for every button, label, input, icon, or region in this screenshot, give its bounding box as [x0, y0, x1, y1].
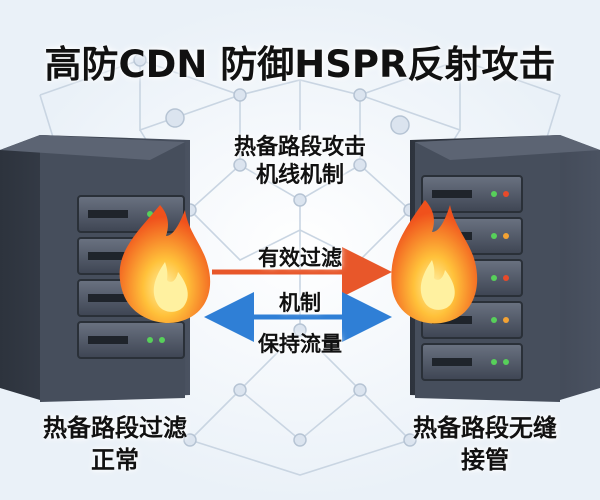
mechanism-arrow-label: 机制 [279, 291, 321, 315]
traffic-arrow-label: 保持流量 [258, 332, 342, 356]
right-fire-icon [391, 200, 478, 324]
left-server-caption-line2: 正常 [91, 446, 139, 475]
right-server-caption-line2: 接管 [461, 446, 509, 475]
center-mechanism-line1: 热备路段攻击 [233, 135, 366, 160]
left-fire-icon [119, 205, 211, 323]
page-title: 高防CDN 防御HSPR反射攻击 [44, 43, 556, 86]
right-server-rack-icon [410, 135, 600, 402]
filter-arrow-label: 有效过滤 [258, 246, 342, 270]
right-server-caption: 热备路段无缝 接管 [370, 412, 600, 477]
left-server-caption-line1: 热备路段过滤 [43, 414, 187, 442]
center-mechanism-label: 热备路段攻击 机线机制 [180, 134, 420, 189]
center-mechanism-line2: 机线机制 [255, 162, 344, 188]
right-server-caption-line1: 热备路段无缝 [413, 414, 557, 442]
left-server-caption: 热备路段过滤 正常 [0, 412, 230, 477]
